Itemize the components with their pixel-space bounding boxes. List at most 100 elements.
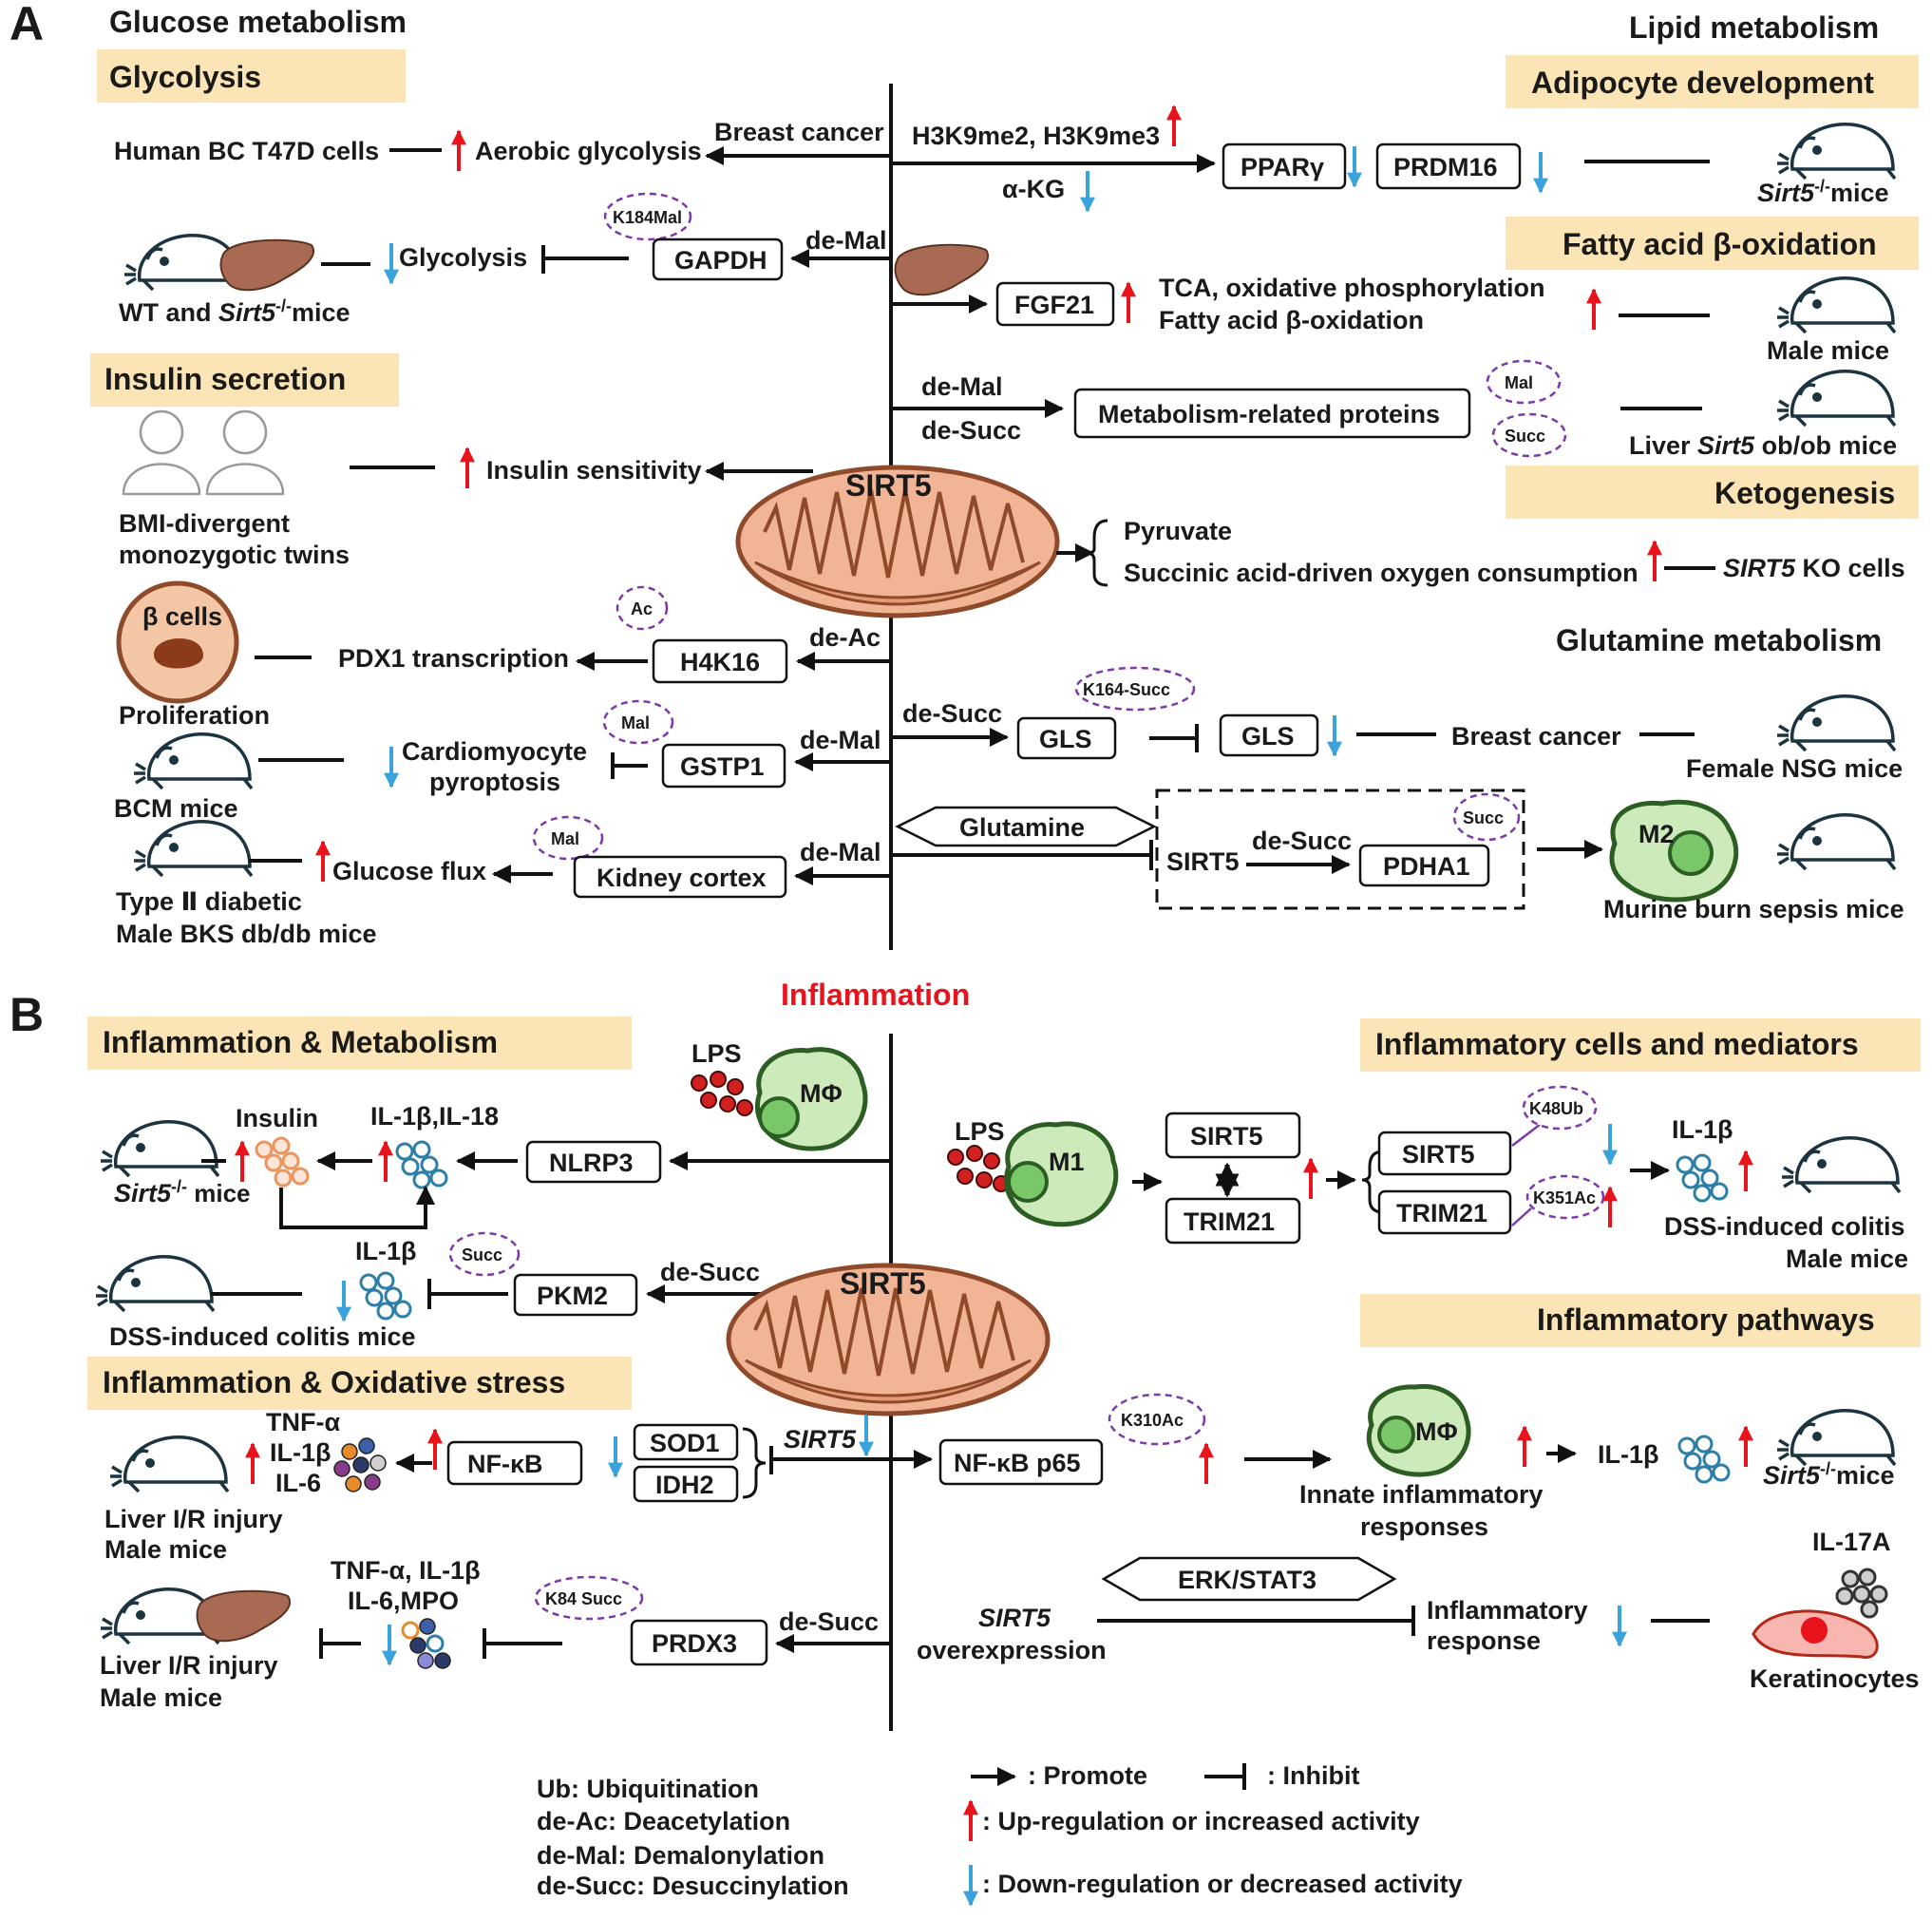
bks-label: Male BKS db/db mice xyxy=(116,920,377,948)
gstp1-box xyxy=(661,743,786,789)
adipocyte-header: Adipocyte development xyxy=(1531,66,1874,100)
nfkb-label: NF-κB xyxy=(467,1450,543,1478)
k351ac-label: K351Ac xyxy=(1533,1188,1596,1207)
dss-mice-label: DSS-induced colitis mice xyxy=(109,1322,416,1351)
k184mal-label: K184Mal xyxy=(613,208,682,227)
male-mice-label: Male mice xyxy=(1786,1245,1908,1273)
prdx3-box xyxy=(630,1619,768,1666)
tnf-il1b-label: TNF-α, IL-1β xyxy=(331,1556,481,1585)
gls-label-1: GLS xyxy=(1039,725,1092,753)
mal-bubble xyxy=(532,815,604,861)
insulin-sensitivity-label: Insulin sensitivity xyxy=(486,456,702,485)
liver-ir-label: Liver I/R injury xyxy=(100,1651,278,1680)
legend-desucc: de-Succ: Desuccinylation xyxy=(537,1872,849,1900)
k164-label: K164-Succ xyxy=(1083,680,1170,699)
k48ub-bubble xyxy=(1522,1085,1598,1131)
human-bc-label: Human BC T47D cells xyxy=(114,137,379,165)
pkm2-label: PKM2 xyxy=(537,1282,608,1310)
sirt5-main-label: SIRT5 xyxy=(840,1266,926,1301)
trim21-box xyxy=(1165,1197,1301,1245)
infl-cells-header: Inflammatory cells and mediators xyxy=(1375,1027,1859,1061)
panel-label-b: B xyxy=(9,988,44,1041)
succ-bubble xyxy=(1491,412,1567,458)
mixed-cytokines-icon xyxy=(333,1437,387,1492)
trim21-label: TRIM21 xyxy=(1184,1207,1275,1236)
connector xyxy=(1511,1120,1545,1147)
k84-label: K84 Succ xyxy=(545,1589,622,1608)
sirt5-label-2: SIRT5 xyxy=(1402,1140,1475,1169)
brace xyxy=(1086,519,1108,587)
sirt5-box-2 xyxy=(1377,1131,1512,1176)
trim21-label-2: TRIM21 xyxy=(1396,1199,1487,1227)
desucc-label: de-Succ xyxy=(921,416,1021,445)
keratinocyte-nucleus xyxy=(1801,1617,1828,1644)
liver-icon xyxy=(219,238,315,292)
mouse-icon xyxy=(132,732,254,790)
il17a-beads-icon xyxy=(1835,1568,1888,1619)
mal-bubble xyxy=(602,699,674,745)
gapdh-box xyxy=(652,238,784,281)
feedback-arrow xyxy=(279,1186,435,1229)
mal-bubble xyxy=(1486,359,1562,405)
succinic-label: Succinic acid-driven oxygen consumption xyxy=(1124,559,1638,587)
mouse-icon xyxy=(1775,1408,1897,1467)
kidney-label: Kidney cortex xyxy=(597,864,767,892)
glutamine-hexagon xyxy=(895,806,1157,847)
h3k9-label: H3K9me2, H3K9me3 xyxy=(912,122,1160,150)
legend-ub: Ub: Ubiquitination xyxy=(537,1775,759,1803)
pdha1-label: PDHA1 xyxy=(1383,852,1470,881)
legend-inhibit: : Inhibit xyxy=(1267,1761,1359,1790)
il17a-label: IL-17A xyxy=(1812,1528,1891,1556)
sirt5-italic-label: SIRT5 xyxy=(784,1425,857,1454)
k310ac-label: K310Ac xyxy=(1121,1411,1184,1430)
beta-cells-label: β cells xyxy=(142,602,222,631)
lps-dots-icon xyxy=(947,1145,1010,1192)
breast-cancer-label: Breast cancer xyxy=(714,118,884,146)
insulin-label: Insulin xyxy=(236,1104,318,1132)
ac-bubble xyxy=(616,585,669,631)
demal-label: de-Mal xyxy=(800,726,881,754)
glucose-metabolism-title: Glucose metabolism xyxy=(109,5,407,39)
type2-label: Type Ⅱ diabetic xyxy=(116,887,302,916)
desucc-label: de-Succ xyxy=(1252,827,1352,855)
pdx1-label: PDX1 transcription xyxy=(338,644,569,673)
m2-label: M2 xyxy=(1638,820,1675,848)
connector xyxy=(1511,1207,1532,1226)
mouse-icon xyxy=(1780,1135,1902,1194)
il1b-label: IL-1β xyxy=(270,1438,331,1467)
sod1-box xyxy=(633,1423,739,1461)
il6-label: IL-6 xyxy=(275,1469,321,1497)
succ-bubble xyxy=(1452,792,1521,842)
glycolysis-header-bg xyxy=(97,49,406,103)
inflammation-title: Inflammation xyxy=(781,978,970,1012)
sirt5-box-label: SIRT5 xyxy=(1166,847,1240,876)
fatty-acid-header: Fatty acid β-oxidation xyxy=(1563,227,1877,261)
gls-box-2 xyxy=(1219,713,1319,757)
pyruvate-label: Pyruvate xyxy=(1124,517,1232,545)
mphi-label: MΦ xyxy=(800,1079,843,1108)
innate-label-2: responses xyxy=(1360,1512,1488,1541)
infl-pathways-header-bg xyxy=(1360,1294,1921,1347)
liver-obob-label: Liver Sirt5 ob/ob mice xyxy=(1629,431,1897,460)
infl-metab-header-bg xyxy=(87,1017,632,1070)
prdm16-box xyxy=(1375,143,1522,190)
wt-sirt5-mice-label: WT and Sirt5-/-mice xyxy=(119,296,350,327)
infl-response-label-2: response xyxy=(1427,1626,1541,1655)
infl-ox-header: Inflammation & Oxidative stress xyxy=(103,1365,565,1399)
infl-pathways-header: Inflammatory pathways xyxy=(1537,1302,1875,1337)
demal-label: de-Mal xyxy=(800,838,881,866)
mphi-label: MΦ xyxy=(1415,1417,1458,1446)
mal-label: Mal xyxy=(551,829,579,848)
k184mal-bubble xyxy=(603,192,692,241)
mouse-icon xyxy=(1775,276,1897,334)
k351ac-bubble xyxy=(1525,1174,1605,1220)
lps-label: LPS xyxy=(955,1117,1005,1146)
mouse-icon xyxy=(1775,694,1897,752)
glutamine-label: Glutamine xyxy=(959,813,1085,842)
ac-label: Ac xyxy=(631,599,653,618)
succ-label: Succ xyxy=(1463,808,1504,827)
male-mice-label: Male mice xyxy=(100,1683,222,1712)
nlrp3-box xyxy=(525,1140,662,1184)
legend-demal: de-Mal: Demalonylation xyxy=(537,1841,824,1870)
il1b-label: IL-1β xyxy=(1672,1115,1733,1144)
